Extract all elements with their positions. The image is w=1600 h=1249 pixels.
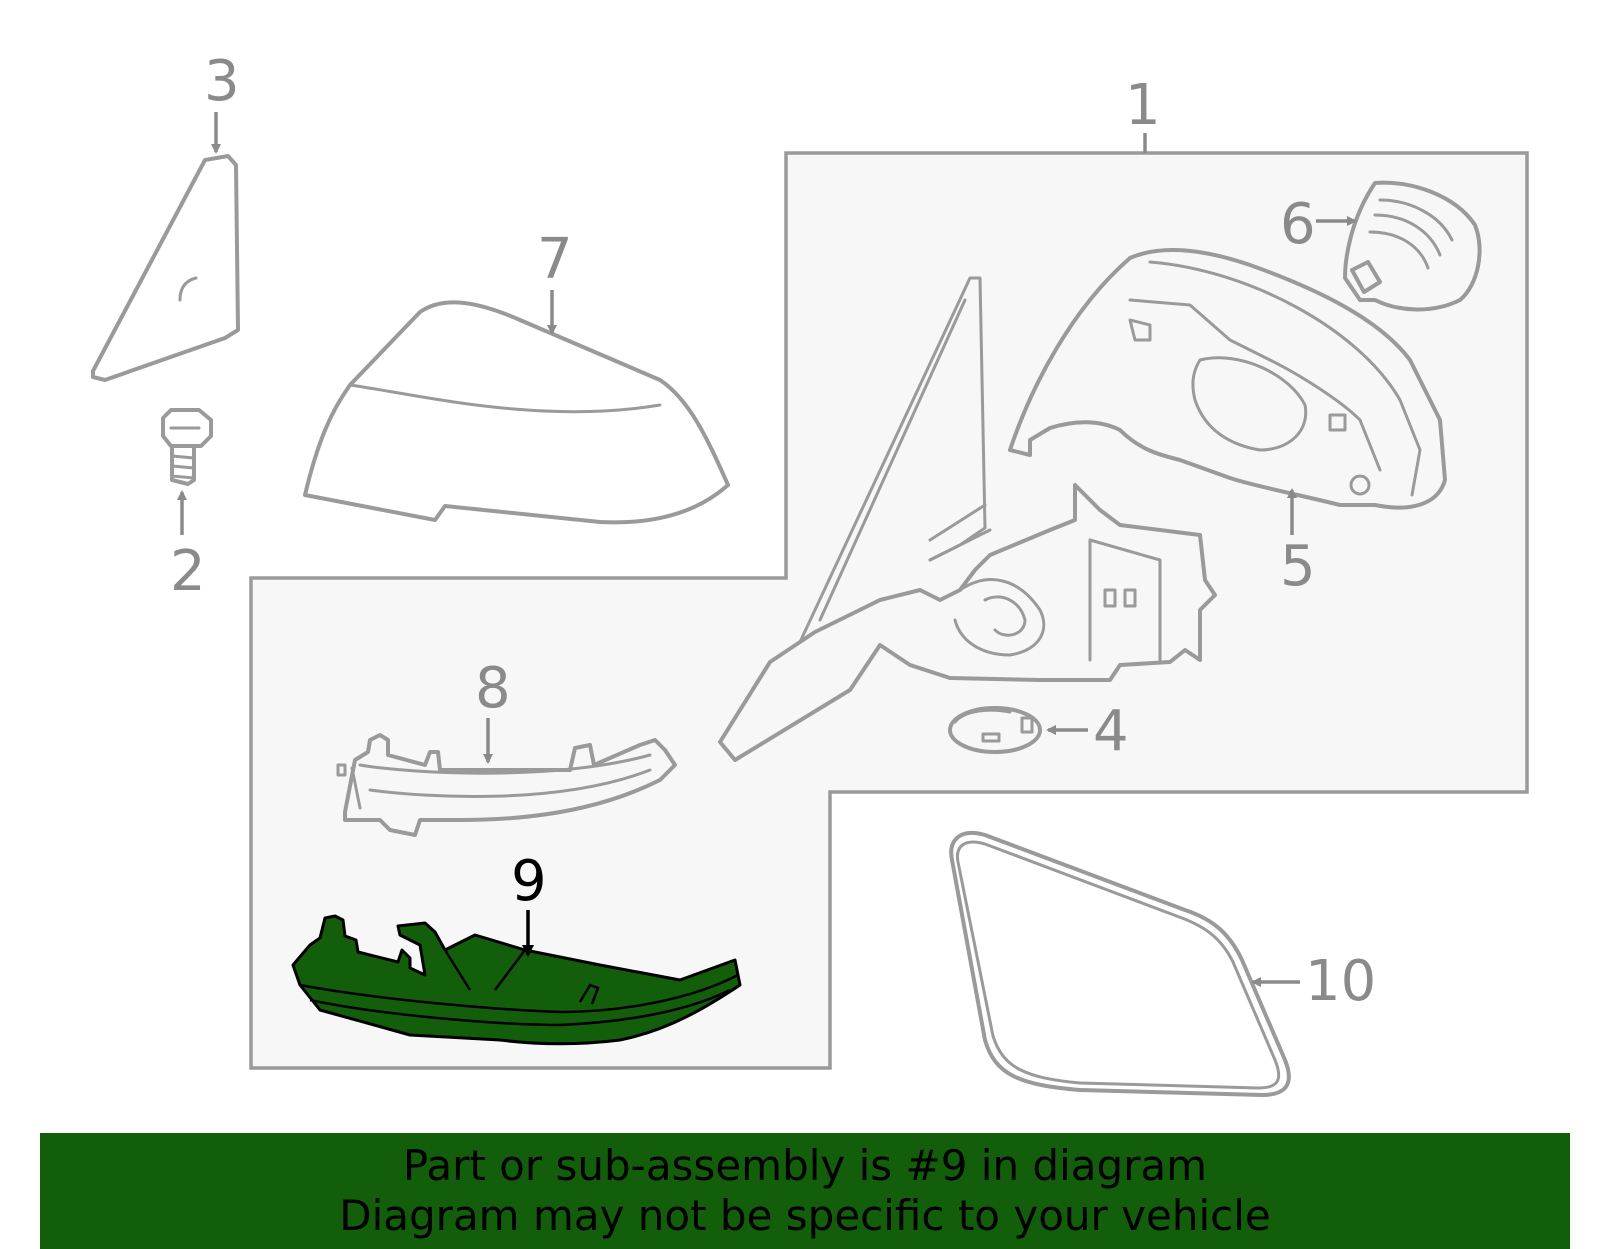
banner-line-disclaimer: Diagram may not be specific to your vehi… [339,1191,1271,1240]
callout-6[interactable]: 6 [1280,192,1316,257]
callout-5[interactable]: 5 [1280,534,1316,599]
part-7-mirror-cap[interactable] [303,300,730,525]
callout-2[interactable]: 2 [170,539,206,604]
callout-3[interactable]: 3 [204,49,240,114]
callout-9[interactable]: 9 [511,849,547,914]
mirror-base-bracket [718,276,1217,762]
part-4-cover-cap[interactable] [948,706,1042,754]
callout-4[interactable]: 4 [1093,699,1129,764]
part-9-highlighted-lamp-housing[interactable] [291,914,742,1046]
part-3-triangle-cover[interactable] [91,154,240,382]
part-6-mirror-motor[interactable] [1343,180,1482,312]
part-2-bolt[interactable] [161,408,213,486]
callout-7[interactable]: 7 [537,227,573,292]
part-8-turn-signal-lamp[interactable] [336,733,677,837]
info-banner: Part or sub-assembly is #9 in diagram Di… [40,1133,1570,1249]
part-5-mirror-housing[interactable] [1008,247,1447,510]
part-10-mirror-glass[interactable] [949,831,1291,1097]
callout-10[interactable]: 10 [1305,949,1376,1014]
assembly-box-outline [249,151,1529,1070]
banner-line-part-number: Part or sub-assembly is #9 in diagram [402,1141,1208,1190]
callout-8[interactable]: 8 [475,656,511,721]
callout-1[interactable]: 1 [1125,73,1161,138]
